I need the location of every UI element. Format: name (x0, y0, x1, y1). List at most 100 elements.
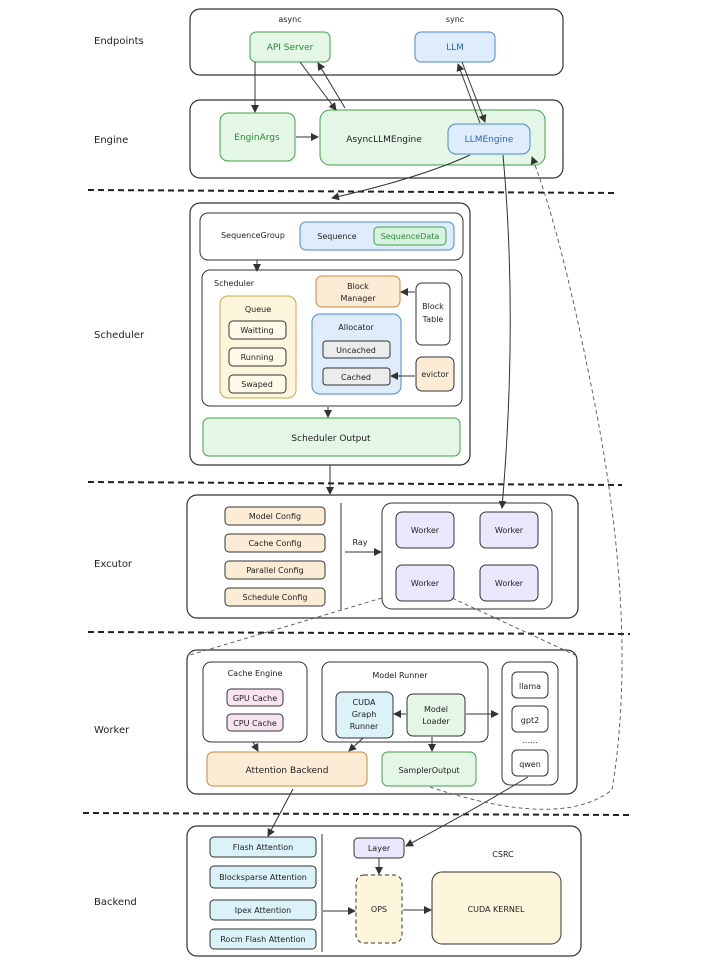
llm-engine-box[interactable] (447, 123, 531, 155)
sequence-label: Sequence (317, 232, 357, 241)
schedule-config-box[interactable] (224, 587, 326, 607)
queue-item-swapped-label: Swaped (241, 380, 273, 389)
separator-scheduler-executor (87, 481, 623, 486)
cache-engine-label: Cache Engine (228, 669, 283, 678)
models-container (501, 661, 559, 786)
cuda-graph-runner-label-2: Graph (352, 710, 377, 719)
model-gpt2-label: gpt2 (521, 716, 539, 725)
cuda-graph-runner-label-1: CUDA (353, 698, 376, 707)
arrow-cache-to-attention (251, 741, 259, 752)
gpu-cache-box[interactable] (226, 688, 284, 707)
uncached-box[interactable] (322, 340, 391, 359)
async-label: async (278, 15, 301, 24)
model-qwen-label: qwen (519, 760, 541, 769)
ipex-attention-label: Ipex Attention (235, 906, 291, 915)
worker-box-2[interactable] (479, 511, 539, 549)
model-loader-box[interactable] (406, 693, 466, 737)
queue-label: Queue (245, 305, 271, 314)
queue-item-running[interactable] (228, 347, 287, 367)
model-qwen-box[interactable] (511, 749, 549, 777)
layer-label-worker: Worker (94, 725, 130, 736)
cache-config-box[interactable] (224, 533, 326, 553)
dashed-worker-expand-left (189, 597, 383, 656)
csrc-label: CSRC (492, 850, 514, 859)
allocator-label: Allocator (338, 323, 374, 332)
sequence-data-box[interactable] (373, 226, 447, 246)
dashed-worker-expand-right (451, 597, 576, 656)
parallel-config-label: Parallel Config (246, 566, 303, 575)
model-config-label: Model Config (249, 512, 301, 521)
layer-label: Layer (368, 844, 391, 853)
worker-box-3[interactable] (395, 564, 455, 602)
ops-label: OPS (371, 905, 387, 914)
worker-label-2: Worker (495, 526, 524, 535)
ipex-attention-box[interactable] (209, 899, 317, 921)
blocksparse-attention-box[interactable] (209, 865, 317, 889)
worker-label-4: Worker (495, 579, 524, 588)
sequence-group-label: SequenceGroup (221, 231, 285, 240)
separator-engine-scheduler (87, 189, 616, 194)
queue-item-waiting-label: Waitting (240, 326, 273, 335)
block-table-label-2: Table (422, 315, 444, 324)
evictor-box[interactable] (415, 356, 455, 392)
evictor-label: evictor (421, 370, 449, 379)
cuda-kernel-label: CUDA KERNEL (468, 905, 525, 914)
cuda-kernel-box[interactable] (431, 871, 562, 945)
cache-config-label: Cache Config (248, 539, 301, 548)
uncached-label: Uncached (336, 346, 376, 355)
block-manager-label-2: Manager (340, 294, 376, 303)
worker-label-1: Worker (411, 526, 440, 535)
model-llama-box[interactable] (511, 671, 549, 699)
model-loader-label-1: Model (424, 705, 448, 714)
cuda-graph-runner-label-3: Runner (350, 722, 379, 731)
ops-box[interactable] (355, 874, 403, 944)
engine-args-box[interactable] (219, 112, 296, 162)
arrow-llmengine-to-workers (498, 154, 511, 509)
block-table-box[interactable] (415, 282, 451, 346)
block-table-label-1: Block (422, 302, 444, 311)
attention-backend-box[interactable] (206, 751, 368, 787)
engine-container (189, 99, 564, 179)
model-llama-label: llama (519, 682, 541, 691)
layer-label-endpoints: Endpoints (94, 36, 144, 47)
cpu-cache-label: CPU Cache (233, 719, 277, 728)
rocm-flash-attention-box[interactable] (209, 928, 317, 950)
llm-box[interactable] (414, 31, 496, 63)
cpu-cache-box[interactable] (226, 713, 284, 732)
layer-label-scheduler: Scheduler (94, 330, 145, 341)
rocm-flash-attention-label: Rocm Flash Attention (220, 935, 305, 944)
flash-attention-box[interactable] (209, 836, 317, 858)
model-config-box[interactable] (224, 506, 326, 526)
worker-label-3: Worker (411, 579, 440, 588)
arrow-asyncengine-to-api (317, 62, 346, 109)
worker-container (186, 649, 578, 795)
model-runner-box (321, 661, 489, 743)
executor-container (186, 494, 579, 619)
queue-item-swapped[interactable] (228, 374, 287, 394)
llm-label: LLM (446, 43, 464, 53)
queue-item-running-label: Running (241, 353, 274, 362)
endpoints-container (189, 8, 564, 76)
sync-label: sync (446, 15, 464, 24)
sampler-output-box[interactable] (381, 751, 477, 787)
model-gpt2-box[interactable] (511, 705, 549, 733)
arrow-llm-to-llmengine (461, 61, 487, 123)
cache-engine-box (202, 661, 308, 743)
backend-container (186, 825, 582, 957)
sampler-output-label: SamplerOutput (398, 766, 459, 775)
model-ellipsis: ...... (522, 736, 537, 745)
api-server-box[interactable] (249, 31, 331, 63)
model-loader-label-2: Loader (422, 717, 450, 726)
queue-item-waiting[interactable] (228, 320, 287, 340)
arrow-api-to-asyncengine (299, 61, 337, 111)
worker-box-1[interactable] (395, 511, 455, 549)
api-server-label: API Server (267, 43, 314, 53)
sequence-data-label: SequenceData (381, 232, 440, 241)
llm-engine-label: LLMEngine (465, 135, 514, 145)
sequence-group-box (199, 212, 464, 261)
scheduler-output-box[interactable] (202, 417, 461, 457)
flash-attention-label: Flash Attention (233, 843, 293, 852)
schedule-config-label: Schedule Config (243, 593, 308, 602)
worker-box-4[interactable] (479, 564, 539, 602)
parallel-config-box[interactable] (224, 560, 326, 580)
